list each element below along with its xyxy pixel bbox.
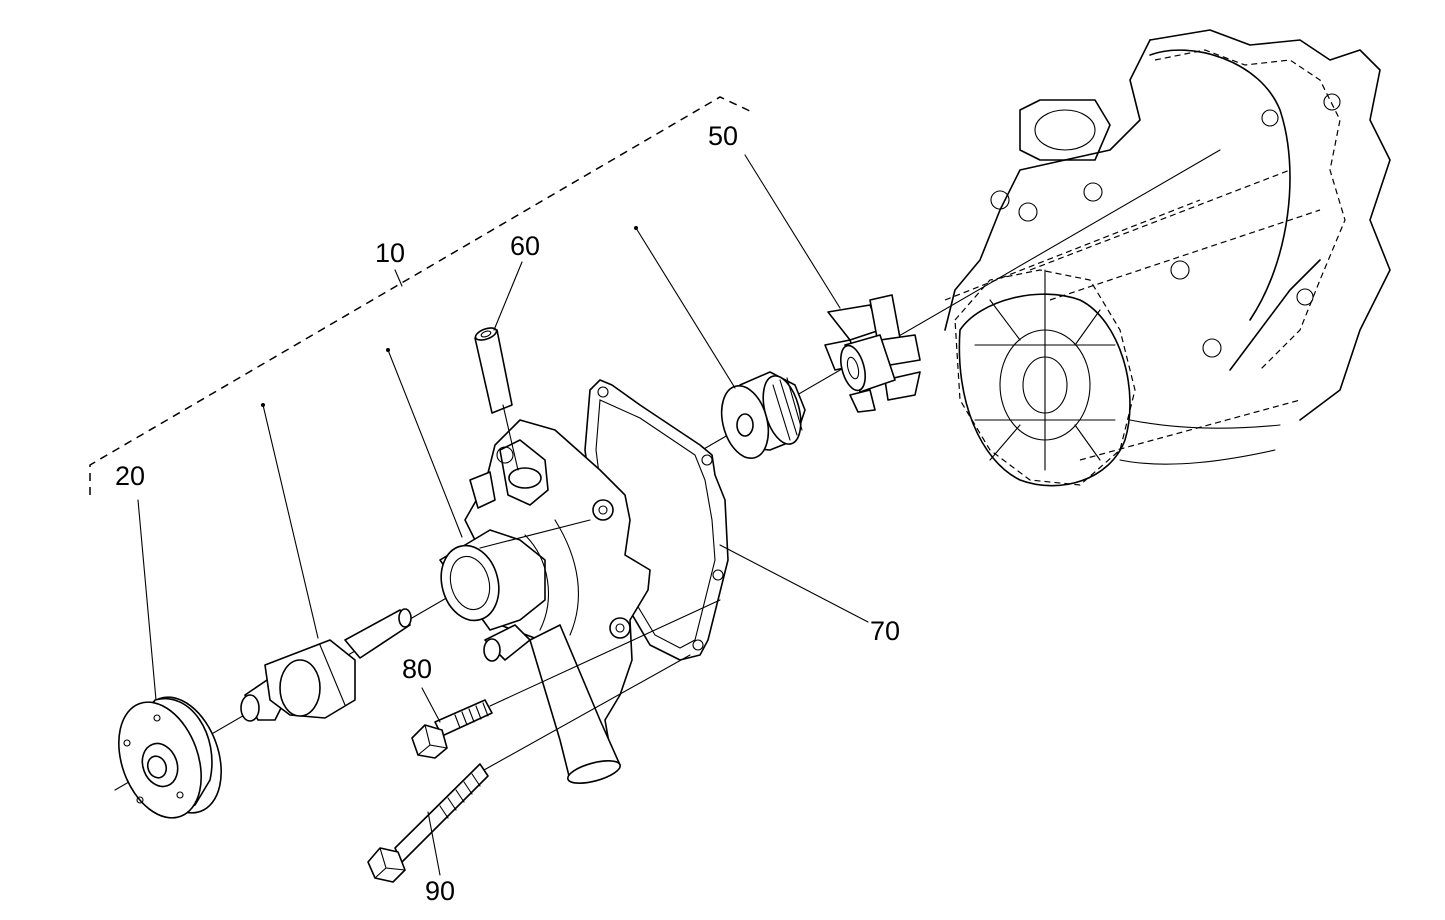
- assembly-bracket: [89, 96, 753, 495]
- timing-cover: [954, 269, 1136, 487]
- dowel-sleeve: [474, 327, 513, 414]
- leader-80: [421, 687, 441, 723]
- bolt-long-axis: [483, 654, 691, 771]
- leader-90: [427, 811, 441, 876]
- leader-dot-housing: [386, 348, 390, 352]
- pulley-flange: [118, 696, 222, 819]
- leader-20: [137, 499, 157, 701]
- pump-housing: [439, 379, 729, 784]
- leader-dot-shaft: [261, 403, 265, 407]
- leader-shaft: [262, 404, 319, 639]
- label-90: 90: [425, 876, 455, 906]
- impeller: [824, 294, 921, 413]
- engine-block: [944, 29, 1391, 487]
- leader-50: [744, 154, 841, 309]
- bolt-long: [367, 763, 489, 883]
- label-80: 80: [402, 654, 432, 684]
- leader-10: [394, 269, 403, 287]
- label-60: 60: [510, 231, 540, 261]
- shaft-bearing: [240, 608, 412, 722]
- leader-housing: [387, 349, 463, 538]
- leader-70: [719, 544, 869, 623]
- bolt-short: [411, 699, 493, 759]
- sleeve-axis: [502, 404, 519, 471]
- leader-60: [493, 261, 523, 331]
- label-70: 70: [870, 616, 900, 646]
- bolt-short-axis: [489, 599, 721, 707]
- label-20: 20: [115, 461, 145, 491]
- shaft-seal: [720, 371, 806, 459]
- leader-dot-seal: [634, 226, 638, 230]
- label-50: 50: [708, 121, 738, 151]
- leader-seal: [635, 227, 736, 389]
- label-10: 10: [375, 238, 405, 268]
